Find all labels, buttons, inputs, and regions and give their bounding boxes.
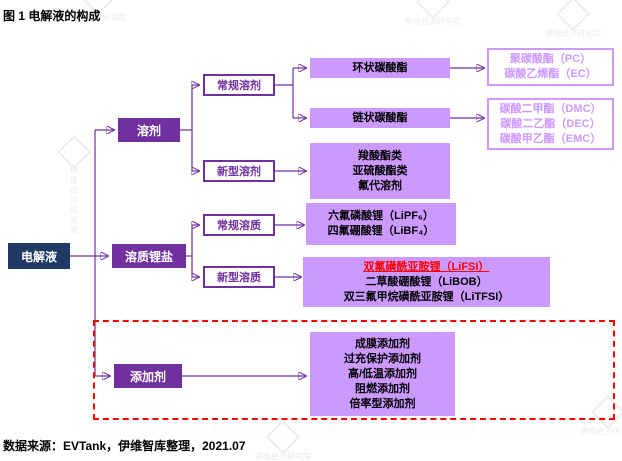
node-new-solvent-types: 羧酸酯类 亚硫酸酯类 氟代溶剂	[310, 143, 450, 199]
chain-example: 碳酸甲乙酯（EMC）	[499, 132, 602, 145]
additives-highlight-frame	[93, 320, 615, 420]
node-conventional-solute: 常规溶质	[203, 214, 275, 236]
new-solvent-type: 亚硫酸酯类	[352, 164, 408, 177]
node-solute-lithium-salt: 溶质锂盐	[112, 244, 186, 268]
new-solvent-type: 氟代溶剂	[358, 179, 402, 192]
data-source-note: 数据来源：EVTank，伊维智库整理，2021.07	[3, 439, 246, 453]
chain-example: 碳酸二甲酯（DMC）	[499, 102, 602, 115]
node-chain-examples: 碳酸二甲酯（DMC） 碳酸二乙酯（DEC） 碳酸甲乙酯（EMC）	[487, 98, 614, 150]
node-new-solvent: 新型溶剂	[203, 160, 275, 182]
cyclic-example: 聚碳酸酯（PC）	[509, 53, 592, 65]
additive-type: 成膜添加剂	[355, 337, 410, 350]
node-new-solutes: 双氟磺酰亚胺锂（LiFSI） 二草酸硼酸锂（LiBOB） 双三氟甲烷磺酰亚胺锂（…	[303, 257, 550, 307]
node-conventional-solutes: 六氟磷酸锂（LiPF₆） 四氟硼酸锂（LiBF₄）	[306, 203, 456, 245]
node-electrolyte: 电解液	[8, 243, 70, 269]
node-cyclic-examples: 聚碳酸酯（PC） 碳酸乙烯酯（EC）	[487, 48, 614, 86]
new-solute: 二草酸硼酸锂（LiBOB）	[365, 275, 488, 288]
node-solvent: 溶剂	[118, 118, 180, 142]
chain-example: 碳酸二乙酯（DEC）	[500, 117, 601, 130]
node-new-solute: 新型溶质	[203, 266, 275, 288]
node-cyclic-carbonate: 环状碳酸酯	[310, 58, 450, 78]
additive-type: 倍率型添加剂	[349, 397, 416, 410]
new-solute: 双三氟甲烷磺酰亚胺锂（LiTFSI）	[343, 290, 510, 303]
additive-type: 过充保护添加剂	[344, 352, 421, 365]
node-additive: 添加剂	[114, 364, 182, 388]
conventional-solute: 四氟硼酸锂（LiBF₄）	[327, 225, 435, 237]
node-additive-types: 成膜添加剂 过充保护添加剂 高/低温添加剂 阻燃添加剂 倍率型添加剂	[310, 332, 455, 416]
additive-type: 阻燃添加剂	[355, 382, 410, 395]
cyclic-example: 碳酸乙烯酯（EC）	[504, 68, 597, 80]
new-solvent-type: 羧酸酯类	[358, 149, 402, 162]
figure-title: 图 1 电解液的构成	[3, 9, 101, 23]
node-conventional-solvent: 常规溶剂	[203, 74, 275, 96]
new-solute-highlight: 双氟磺酰亚胺锂（LiFSI）	[363, 260, 490, 273]
conventional-solute: 六氟磷酸锂（LiPF₆）	[328, 210, 434, 222]
node-chain-carbonate: 链状碳酸酯	[310, 108, 450, 128]
additive-type: 高/低温添加剂	[347, 367, 418, 380]
